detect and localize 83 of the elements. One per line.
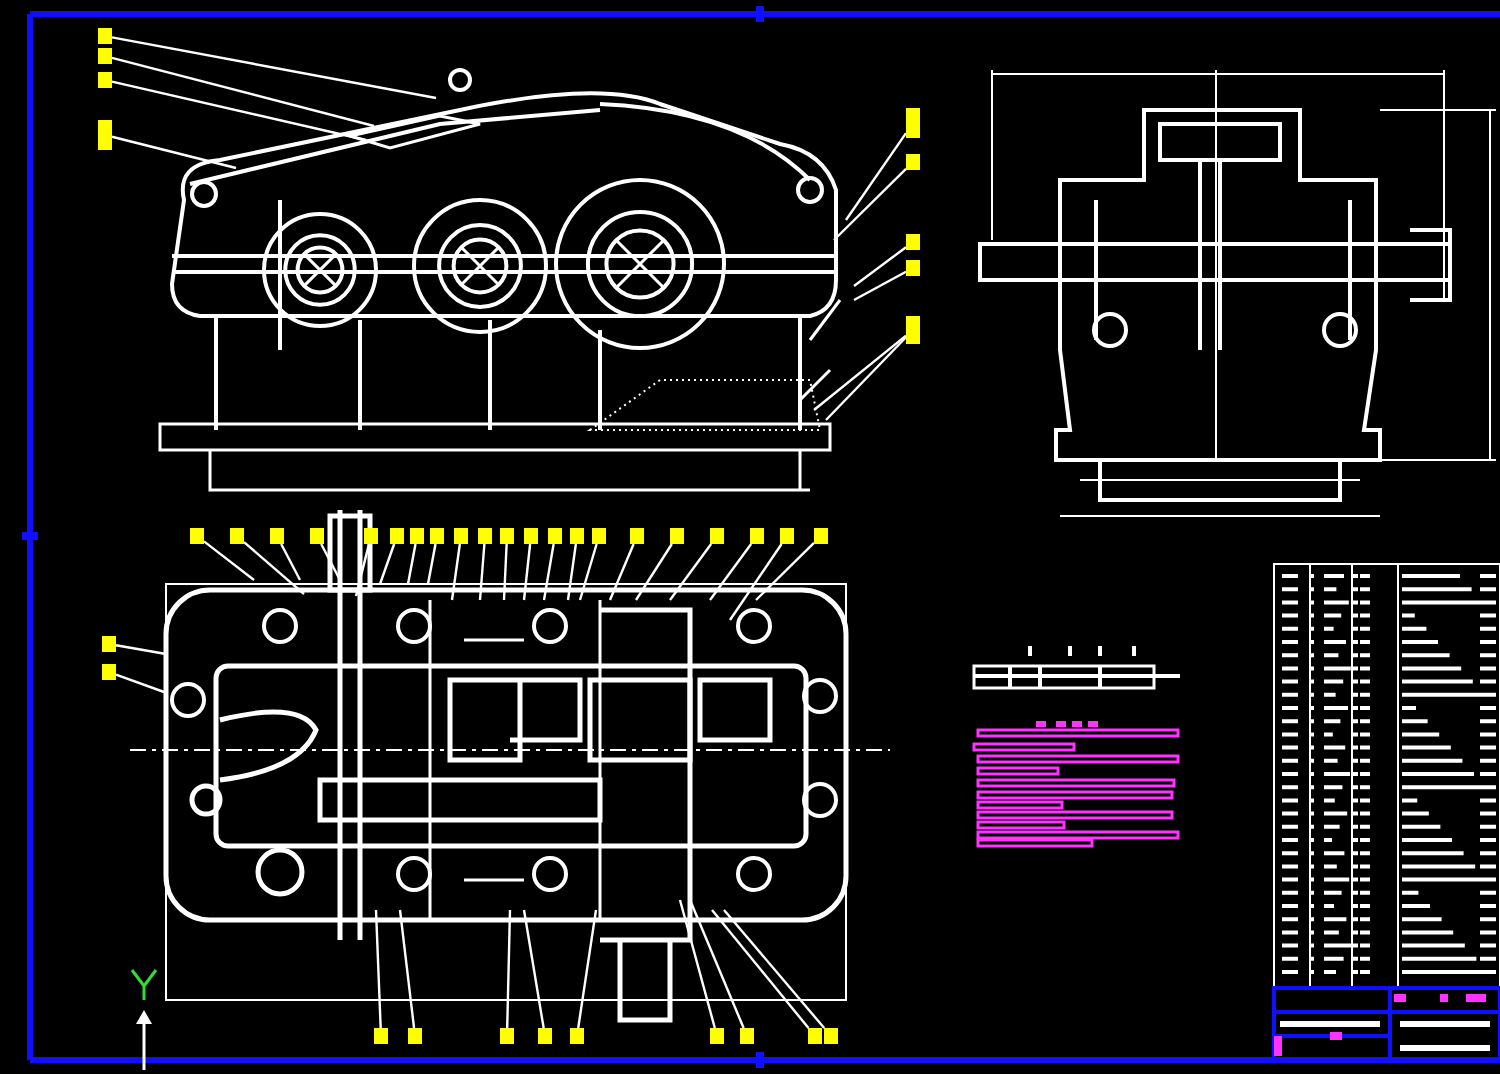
callout-marker xyxy=(906,234,920,250)
leader-line xyxy=(203,540,255,581)
leader-line xyxy=(374,909,382,1029)
callout-marker xyxy=(750,528,764,544)
leader-line xyxy=(522,543,532,601)
leader-line xyxy=(729,543,783,621)
callout-marker xyxy=(98,72,112,88)
callout-marker xyxy=(592,528,606,544)
leader-line xyxy=(378,543,396,585)
callout-marker xyxy=(814,528,828,544)
leader-line xyxy=(111,80,367,142)
leader-line xyxy=(813,334,907,411)
callout-marker xyxy=(740,1028,754,1044)
callout-marker xyxy=(538,1028,552,1044)
callout-marker xyxy=(780,528,794,544)
callout-marker xyxy=(98,48,112,64)
leader-line xyxy=(542,543,555,601)
callout-marker xyxy=(98,120,112,150)
leader-line xyxy=(825,336,907,421)
callout-marker xyxy=(230,528,244,544)
leader-line xyxy=(577,909,598,1029)
callout-marker xyxy=(524,528,538,544)
callout-marker xyxy=(630,528,644,544)
leader-line xyxy=(111,56,375,128)
callout-marker xyxy=(390,528,404,544)
callout-marker xyxy=(190,528,204,544)
leader-line xyxy=(111,36,437,100)
callout-marker xyxy=(570,528,584,544)
leader-line xyxy=(426,543,437,585)
callout-marker xyxy=(500,1028,514,1044)
leader-line xyxy=(578,543,598,601)
callout-marker xyxy=(270,528,284,544)
leader-line xyxy=(833,168,907,241)
leader-line xyxy=(506,909,512,1029)
leader-line xyxy=(398,909,416,1029)
leader-line xyxy=(709,543,753,601)
leader-line xyxy=(755,542,815,601)
leader-line xyxy=(478,543,486,601)
callout-marker xyxy=(808,1028,822,1044)
leader-line xyxy=(502,543,508,601)
callout-marker xyxy=(906,108,920,138)
callout-marker xyxy=(430,528,444,544)
leader-line xyxy=(711,909,810,1029)
leader-line xyxy=(354,543,371,597)
callout-marker xyxy=(548,528,562,544)
leader-line xyxy=(853,270,907,302)
leader-line xyxy=(406,543,417,585)
callout-marker xyxy=(98,28,112,44)
leader-line xyxy=(320,543,342,581)
callout-marker xyxy=(906,316,920,344)
leader-line xyxy=(845,132,907,221)
leader-line xyxy=(280,543,302,581)
leader-line xyxy=(669,543,713,601)
leader-line xyxy=(243,541,305,595)
callout-marker xyxy=(310,528,324,544)
callout-marker xyxy=(102,664,116,680)
leader-line xyxy=(115,644,167,656)
callout-marker xyxy=(906,154,920,170)
callout-marker xyxy=(570,1028,584,1044)
callout-marker xyxy=(102,636,116,652)
leader-line xyxy=(111,135,237,170)
callout-marker xyxy=(500,528,514,544)
callout-marker xyxy=(454,528,468,544)
leader-line xyxy=(723,909,826,1029)
callout-marker xyxy=(710,1028,724,1044)
leader-line xyxy=(853,246,907,287)
callout-marker xyxy=(906,260,920,276)
callout-marker xyxy=(410,528,424,544)
leader-line xyxy=(566,543,578,601)
callout-marker xyxy=(710,528,724,544)
callout-marker xyxy=(824,1028,838,1044)
leader-line xyxy=(608,543,635,601)
callout-marker xyxy=(478,528,492,544)
callout-marker xyxy=(364,528,378,544)
leader-line xyxy=(635,543,673,601)
leader-line xyxy=(115,673,165,694)
leader-line xyxy=(450,543,462,601)
leader-line xyxy=(688,899,745,1029)
callout-marker xyxy=(670,528,684,544)
leader-line xyxy=(522,909,545,1029)
callout-marker xyxy=(374,1028,388,1044)
leader-line xyxy=(678,899,716,1029)
callout-marker xyxy=(408,1028,422,1044)
